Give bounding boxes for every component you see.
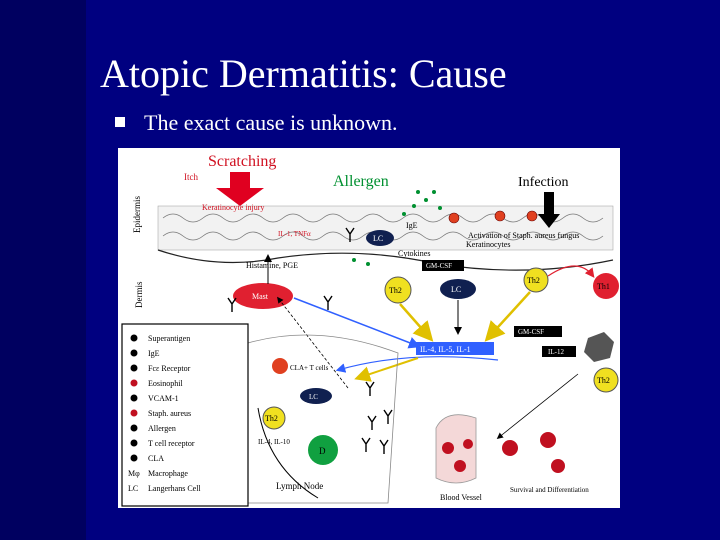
blood-vessel: Blood Vessel — [435, 414, 483, 502]
infection-label: Infection — [518, 175, 569, 190]
cytokine-box: IL-4, IL-5, IL-1 — [416, 342, 494, 355]
eosinophil-cluster: Survival and Differentiation — [502, 432, 589, 494]
mast-cell: Mast — [233, 283, 293, 309]
legend-label: Macrophage — [148, 469, 188, 478]
survival-label: Survival and Differentiation — [510, 486, 589, 494]
th2-cell-lower-right: Th2 — [593, 367, 619, 393]
ige-antibodies — [227, 227, 393, 454]
itch-label: Itch — [184, 172, 198, 182]
slide-title: Atopic Dermatitis: Cause — [100, 51, 507, 96]
legend-item: Mφ Macrophage — [128, 469, 188, 478]
legend-item: Superantigen — [130, 334, 190, 343]
legend-item: VCAM-1 — [130, 394, 179, 403]
allergen-label: Allergen — [333, 173, 389, 190]
vcam-icon — [130, 394, 138, 402]
legend-item: Eosinophil — [130, 379, 183, 388]
blood-vessel-label: Blood Vessel — [440, 493, 483, 502]
legend-item: Fcε Receptor — [130, 364, 191, 373]
scratching-label: Scratching — [208, 153, 276, 170]
legend-symbol: LC — [128, 484, 138, 493]
il-list-label: IL-4, IL-10 — [258, 438, 290, 446]
bullet-square-icon — [115, 117, 125, 127]
th2-lower-right-label: Th2 — [597, 376, 610, 385]
cla-t-cells: CLA+ T cells — [272, 358, 329, 374]
gm-csf-box: GM-CSF — [422, 260, 464, 271]
keratinocyte-injury-label: Keratinocyte injury — [202, 203, 264, 212]
ige-label: IgE — [406, 221, 418, 230]
gm-csf-box-right: GM-CSF — [514, 326, 562, 337]
th1-label: Th1 — [597, 282, 610, 291]
gm-csf-right-text: GM-CSF — [518, 328, 544, 336]
legend-label: Allergen — [148, 424, 176, 433]
legend-label: Eosinophil — [148, 379, 183, 388]
legend-label: CLA — [148, 454, 164, 463]
left-band — [0, 0, 86, 540]
infection-arrow-icon — [538, 192, 560, 228]
staph-aureus-icon — [448, 210, 538, 224]
legend-label: T cell receptor — [148, 439, 195, 448]
eosinophil-icon — [130, 379, 138, 387]
th1-cell: Th1 — [593, 273, 619, 299]
cla-icon — [130, 454, 138, 462]
legend-label: VCAM-1 — [148, 394, 179, 403]
cytokine-row-text: IL-4, IL-5, IL-1 — [420, 345, 471, 354]
lc-lymph-label: LC — [309, 393, 318, 401]
cla-t-cells-label: CLA+ T cells — [290, 364, 329, 372]
allergen-particles — [352, 190, 442, 266]
d-cell: D — [308, 435, 338, 465]
th2-lymph-label: Th2 — [265, 414, 278, 423]
epidermis-label: Epidermis — [132, 196, 142, 233]
mast-label: Mast — [252, 292, 269, 301]
legend-item: IgE — [130, 349, 160, 358]
th2-cell-lymph: Th2 — [262, 406, 286, 430]
diagram-canvas: Epidermis Dermis Scratching Itch Allerge… — [121, 153, 619, 507]
legend-label: Langerhans Cell — [148, 484, 201, 493]
legend-item: CLA — [130, 454, 164, 463]
histamine-label: Histamine, PGE — [246, 261, 298, 270]
lc-cell-dermis: LC — [440, 279, 476, 299]
lc-lymph: LC — [300, 388, 332, 404]
legend-symbol: Mφ — [128, 469, 140, 478]
staph-icon — [130, 409, 138, 417]
il12-text: IL-12 — [548, 348, 564, 356]
legend-item: LC Langerhans Cell — [128, 484, 201, 493]
gm-csf-text: GM-CSF — [426, 262, 452, 270]
lymph-node-region: CLA+ T cells LC Th2 IL-4, IL-10 D Lymph … — [227, 227, 399, 504]
lc-label: LC — [373, 234, 383, 243]
lc-dermis-label: LC — [451, 285, 461, 294]
dermis-label: Dermis — [134, 281, 144, 308]
legend-label: Superantigen — [148, 334, 190, 343]
legend-label: Staph. aureus — [148, 409, 191, 418]
legend-item: Allergen — [130, 424, 176, 433]
th2-label: Th2 — [389, 286, 402, 295]
th2-cell-upper: Th2 — [384, 276, 412, 304]
fc-receptor-icon — [130, 364, 138, 372]
pathway-arrows — [257, 254, 595, 499]
d-label: D — [319, 446, 326, 456]
superantigen-icon — [130, 334, 138, 342]
cytokines-label: Cytokines — [398, 249, 430, 258]
allergen-icon — [130, 424, 138, 432]
pathogenesis-diagram: Epidermis Dermis Scratching Itch Allerge… — [118, 148, 620, 508]
th2-cell-right: Th2 — [523, 267, 549, 293]
legend-item: T cell receptor — [130, 439, 195, 448]
il1-label: IL-1, TNFα — [278, 230, 311, 238]
langerhans-cell-epidermis: LC — [366, 230, 394, 246]
scratching-arrow-icon — [216, 172, 264, 206]
legend-label: Fcε Receptor — [148, 364, 191, 373]
activation-label: Activation of Staph. aureus fungus — [468, 231, 579, 240]
th2-right-label: Th2 — [527, 276, 540, 285]
legend-label: IgE — [148, 349, 160, 358]
t-cell-receptor-icon — [130, 439, 138, 447]
macrophage-cell — [584, 332, 614, 362]
legend-item: Staph. aureus — [130, 409, 191, 418]
ige-icon — [130, 349, 138, 357]
bullet-text: The exact cause is unknown. — [144, 110, 398, 135]
keratinocytes-label: Keratinocytes — [466, 240, 510, 249]
lymph-node-label: Lymph Node — [276, 481, 323, 491]
il12-box: IL-12 — [542, 346, 576, 357]
